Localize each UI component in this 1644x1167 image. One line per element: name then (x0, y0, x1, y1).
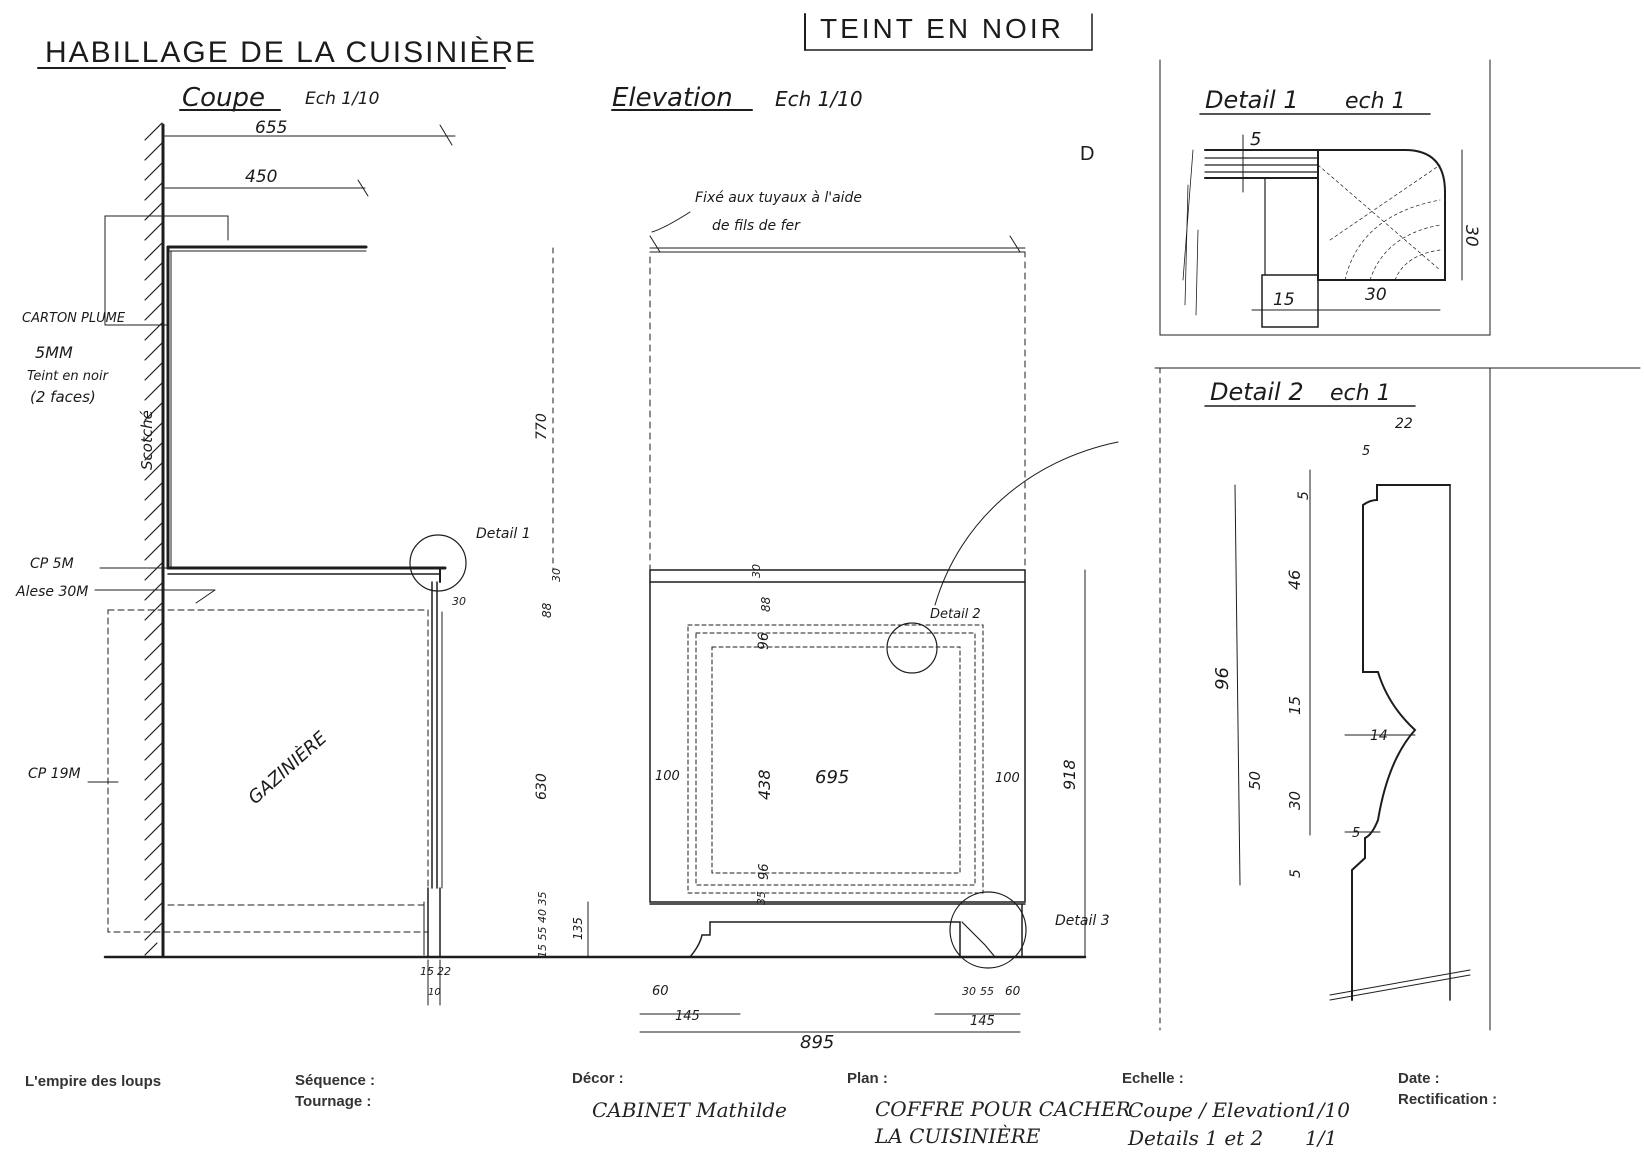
elev-dim-695: 695 (815, 767, 849, 788)
rectification-label: Rectification : (1398, 1091, 1497, 1108)
elev-dim-88-top: 88 (540, 602, 554, 618)
scotche-label: Scotché (138, 410, 156, 470)
echelle-value-2: 1/1 (1305, 1126, 1337, 1150)
alese-label: Alese 30M (15, 584, 88, 600)
cp5-label: CP 5M (30, 556, 74, 572)
detail1-scale: ech 1 (1345, 89, 1406, 114)
thickness-label: 5MM (35, 343, 73, 362)
coupe-dim-10: 10 (428, 987, 441, 998)
elev-dim-30b: 30 (750, 564, 763, 578)
cp19-label: CP 19M (28, 766, 81, 782)
detail2-dim-50: 50 (1246, 771, 1264, 790)
elev-dim-438: 438 (755, 769, 774, 800)
drawing-title: HABILLAGE DE LA CUISINIÈRE (45, 36, 537, 69)
detail2-dim-15: 15 (1286, 696, 1304, 715)
studio-name: L'empire des loups (25, 1073, 161, 1090)
elev-dim-30-bottom: 30 (962, 985, 976, 998)
elevation-view: Elevation Ech 1/10 Fixé aux tuyaux à l'a… (534, 83, 1119, 1053)
detail2-dim-5-3: 5 (1288, 869, 1304, 878)
decor-value: CABINET Mathilde (592, 1098, 787, 1122)
echelle-line-1: Coupe / Elevation (1128, 1098, 1308, 1122)
detail2-dim-14: 14 (1370, 728, 1388, 744)
elev-dim-60-left: 60 (652, 984, 669, 999)
elev-dim-88b: 88 (759, 596, 773, 612)
elev-dim-35: 35 (755, 891, 768, 905)
detail2-callout: Detail 2 (930, 607, 981, 622)
coupe-dim-655: 655 (255, 118, 287, 138)
detail2-view: Detail 2 ech 1 22 5 96 5 46 15 14 50 30 … (1154, 367, 1641, 1031)
detail1-dim-5: 5 (1250, 129, 1261, 150)
coupe-dim-22: 22 (437, 965, 451, 978)
echelle-value-1: 1/10 (1305, 1098, 1350, 1122)
elev-dim-100-left: 100 (655, 769, 680, 784)
detail2-dim-96: 96 (1212, 667, 1233, 690)
detail2-scale: ech 1 (1330, 381, 1391, 406)
coupe-scale: Ech 1/10 (305, 89, 379, 109)
detail1-dim-30-h: 30 (1365, 285, 1387, 305)
detail2-dim-22: 22 (1395, 416, 1413, 432)
teint-label: Teint en noir (27, 369, 110, 384)
decor-label: Décor : (572, 1070, 624, 1087)
elev-dim-145-right: 145 (970, 1014, 995, 1029)
detail1-title: Detail 1 (1205, 86, 1299, 114)
detail2-dim-5-2: 5 (1352, 826, 1360, 841)
gaziniere-label: GAZINIÈRE (244, 726, 332, 808)
detail2-dim-30: 30 (1286, 791, 1304, 810)
plan-value-2: LA CUISINIÈRE (874, 1124, 1041, 1148)
tournage-label: Tournage : (295, 1093, 371, 1110)
section-arrow-mark: D (1080, 143, 1094, 165)
elevation-title: Elevation (612, 83, 733, 113)
elev-dim-895: 895 (800, 1032, 834, 1053)
elev-dim-stack: 15 55 40 35 (536, 892, 549, 958)
elev-dim-30: 30 (550, 568, 563, 582)
elev-dim-96-bottom: 96 (757, 863, 772, 880)
header: HABILLAGE DE LA CUISINIÈRE TEINT EN NOIR… (37, 13, 1094, 165)
elev-dim-55-bottom: 55 (980, 985, 994, 998)
detail1-callout: Detail 1 (476, 526, 531, 542)
echelle-label: Echelle : (1122, 1070, 1184, 1087)
wall-hatching (144, 122, 163, 956)
elev-dim-100-right: 100 (995, 771, 1020, 786)
detail1-view: Detail 1 ech 1 5 (1159, 59, 1491, 336)
plan-value-1: COFFRE POUR CACHER (875, 1097, 1131, 1121)
coupe-dim-15: 15 (420, 965, 434, 978)
elev-dim-770: 770 (534, 413, 550, 440)
elev-dim-96-top: 96 (756, 632, 772, 650)
coupe-dim-450: 450 (245, 167, 277, 187)
carton-label: CARTON PLUME (22, 311, 126, 326)
detail2-title: Detail 2 (1210, 378, 1304, 406)
elev-dim-60-right: 60 (1005, 984, 1021, 998)
detail2-dim-5-top: 5 (1362, 444, 1370, 459)
detail1-dim-30-v: 30 (1461, 225, 1481, 247)
elev-dim-630: 630 (534, 773, 550, 800)
detail2-dim-46: 46 (1285, 570, 1304, 590)
sequence-label: Séquence : (295, 1072, 375, 1089)
coupe-title: Coupe (182, 83, 265, 113)
echelle-line-2: Details 1 et 2 (1127, 1126, 1263, 1150)
coupe-view: Coupe Ech 1/10 (15, 83, 1087, 1006)
coupe-dim-30: 30 (452, 595, 466, 608)
elev-dim-918: 918 (1060, 759, 1079, 790)
finish-note: TEINT EN NOIR (820, 13, 1064, 44)
detail1-dim-15: 15 (1273, 290, 1295, 310)
detail3-callout: Detail 3 (1055, 913, 1110, 929)
elev-dim-135: 135 (571, 917, 585, 940)
elevation-scale: Ech 1/10 (775, 87, 863, 111)
title-block: L'empire des loups Séquence : Tournage :… (25, 1070, 1497, 1150)
date-label: Date : (1398, 1070, 1440, 1087)
fix-note-2: de fils de fer (712, 218, 801, 234)
detail2-dim-5-1: 5 (1296, 491, 1312, 500)
faces-label: (2 faces) (30, 388, 96, 406)
fix-note-1: Fixé aux tuyaux à l'aide (695, 190, 862, 206)
elev-dim-145-left: 145 (675, 1009, 700, 1024)
plan-label: Plan : (847, 1070, 888, 1087)
